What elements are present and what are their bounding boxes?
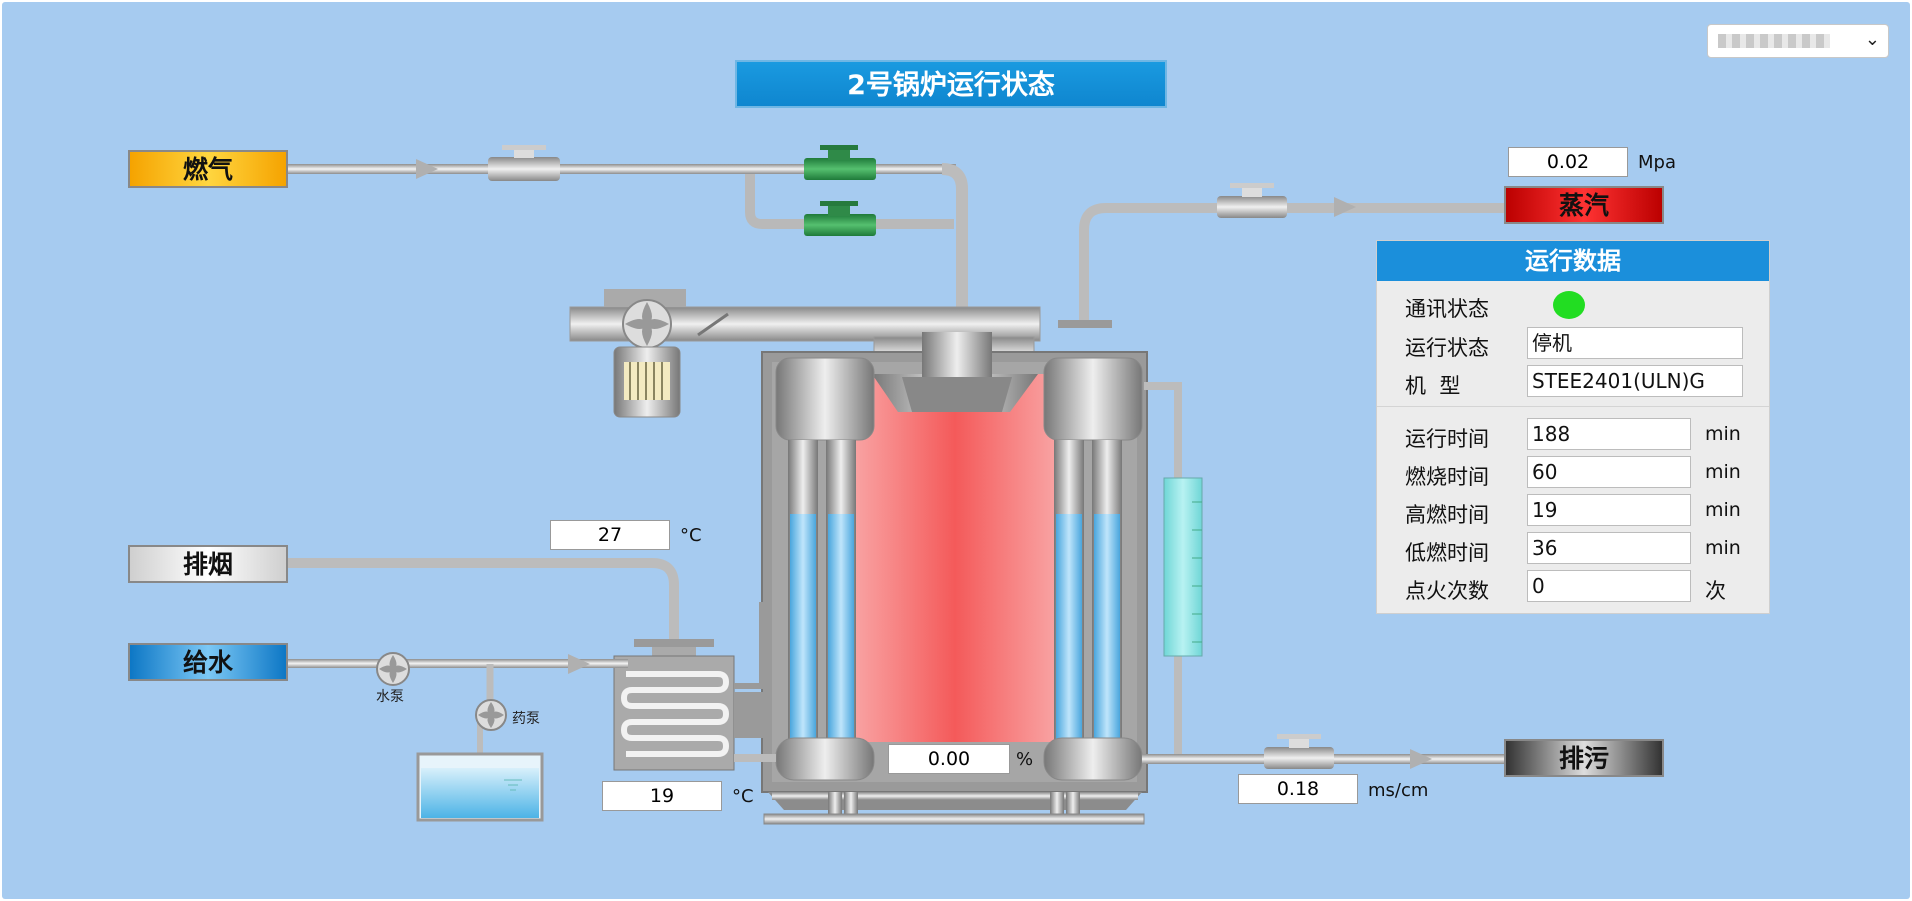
upper-drum-left xyxy=(775,357,875,441)
upper-drum-right xyxy=(1043,357,1143,441)
conductivity-value: 0.18 xyxy=(1238,774,1358,804)
water-pump-icon[interactable] xyxy=(376,652,410,686)
steam-pressure-unit: Mpa xyxy=(1638,152,1676,173)
smoke-label: 排烟 xyxy=(128,545,288,583)
ignition-count-label: 点火次数 xyxy=(1405,579,1489,603)
burn-time-label: 燃烧时间 xyxy=(1405,465,1489,489)
select-value-blurred xyxy=(1718,34,1830,48)
lower-drum-left xyxy=(775,737,875,781)
high-fire-time-label: 高燃时间 xyxy=(1405,503,1489,527)
furnace-flame xyxy=(850,374,1060,742)
boiler-select[interactable]: ⌄ xyxy=(1707,24,1889,58)
running-data-panel: 运行数据 通讯状态 运行状态 停机 机 型 STEE2401(ULN)G 运行时… xyxy=(1376,240,1770,614)
feedwater-pipe xyxy=(288,659,628,668)
feedwater-label: 给水 xyxy=(128,643,288,681)
blower-fan-icon xyxy=(604,289,686,418)
page-title: 2号锅炉运行状态 xyxy=(735,60,1167,108)
burn-time-field: 60 xyxy=(1527,456,1691,488)
run-status-label: 运行状态 xyxy=(1405,336,1489,360)
low-fire-time-label: 低燃时间 xyxy=(1405,541,1489,565)
blowdown-label: 排污 xyxy=(1504,739,1664,777)
ignition-count-field: 0 xyxy=(1527,570,1691,602)
water-pump-label: 水泵 xyxy=(376,689,404,705)
water-level-gauge xyxy=(1163,477,1203,657)
steam-label: 蒸汽 xyxy=(1504,186,1664,224)
gas-bypass-pipe xyxy=(745,174,954,229)
flow-arrow-icon xyxy=(416,159,438,179)
gas-down-pipe xyxy=(941,163,968,354)
comm-status-indicator xyxy=(1553,291,1585,319)
dosing-pump-icon[interactable] xyxy=(475,699,507,731)
chemical-tank xyxy=(416,752,544,822)
exhaust-temp-unit: °C xyxy=(680,525,702,546)
lower-drum-right xyxy=(1043,737,1143,781)
steam-pressure-value: 0.02 xyxy=(1508,147,1628,177)
dosing-pump-label: 药泵 xyxy=(512,711,540,727)
water-temp-value: 19 xyxy=(602,781,722,811)
run-status-field: 停机 xyxy=(1527,327,1743,359)
run-time-label: 运行时间 xyxy=(1405,427,1489,451)
gas-pipe xyxy=(288,164,956,174)
gas-manual-valve-icon[interactable] xyxy=(488,145,560,181)
gas-solenoid-valve-2-icon[interactable] xyxy=(804,201,876,236)
exhaust-temp-value: 27 xyxy=(550,520,670,550)
run-time-unit: min xyxy=(1705,423,1741,445)
chevron-down-icon: ⌄ xyxy=(1864,29,1880,50)
run-time-field: 188 xyxy=(1527,418,1691,450)
model-label: 机 型 xyxy=(1405,374,1461,398)
low-fire-time-unit: min xyxy=(1705,537,1741,559)
water-level-value: 0.00 xyxy=(888,744,1010,774)
high-fire-time-field: 19 xyxy=(1527,494,1691,526)
steam-valve-icon[interactable] xyxy=(1217,183,1287,218)
ignition-count-unit: 次 xyxy=(1705,579,1726,603)
water-temp-unit: °C xyxy=(732,786,754,807)
burn-time-unit: min xyxy=(1705,461,1741,483)
exhaust-pipe xyxy=(288,558,679,642)
high-fire-time-unit: min xyxy=(1705,499,1741,521)
blowdown-valve-icon[interactable] xyxy=(1264,734,1334,769)
conductivity-unit: ms/cm xyxy=(1368,780,1429,801)
water-tubes xyxy=(788,440,1122,740)
low-fire-time-field: 36 xyxy=(1527,532,1691,564)
gas-label: 燃气 xyxy=(128,150,288,188)
panel-header: 运行数据 xyxy=(1377,241,1769,281)
model-field: STEE2401(ULN)G xyxy=(1527,365,1743,397)
water-level-unit: % xyxy=(1016,749,1034,770)
comm-status-label: 通讯状态 xyxy=(1405,297,1489,321)
gas-solenoid-valve-1-icon[interactable] xyxy=(804,145,876,180)
steam-pipe xyxy=(1079,203,1504,322)
